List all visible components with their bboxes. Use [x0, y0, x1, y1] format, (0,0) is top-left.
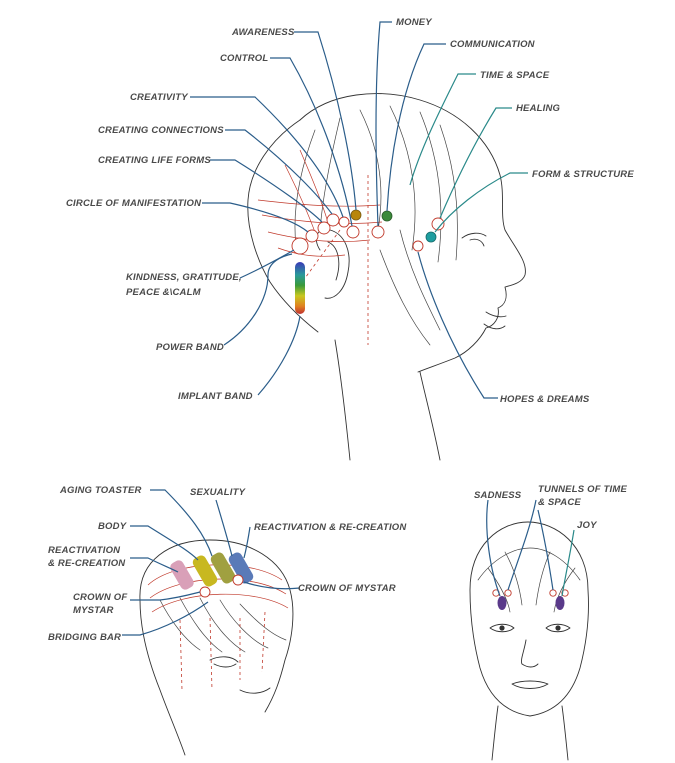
body-leader [130, 526, 198, 560]
front-labels: SADNESS TUNNELS OF TIME & SPACE JOY [474, 484, 627, 531]
side-labels: AWARENESS MONEY CONTROL COMMUNICATION TI… [66, 17, 634, 405]
form-structure-leader [435, 173, 528, 232]
label-communication: COMMUNICATION [450, 39, 536, 50]
label-kindness-line1: KINDNESS, GRATITUDE, [126, 272, 242, 283]
awareness-dot [351, 210, 361, 220]
label-reactivation-right: REACTIVATION & RE-CREATION [254, 522, 407, 533]
sadness-dot [498, 596, 507, 610]
circle-of-manifestation-leader [202, 203, 308, 232]
power-band-leader [224, 254, 292, 345]
label-creating-connections: CREATING CONNECTIONS [98, 125, 224, 136]
label-control: CONTROL [220, 53, 268, 64]
creating-connections-leader [225, 130, 332, 214]
tunnels-leader [508, 500, 553, 590]
communication-leader [387, 44, 446, 211]
tunnels-right-point-a [550, 590, 556, 596]
label-reactivation-left-2: & RE-CREATION [48, 558, 126, 569]
sexuality-leader [216, 500, 232, 556]
front-neck [492, 706, 568, 760]
control-point [347, 226, 359, 238]
label-power-band: POWER BAND [156, 342, 224, 353]
time-space-leader [410, 74, 476, 185]
label-implant-band: IMPLANT BAND [178, 391, 253, 402]
awareness-leader [294, 32, 356, 210]
label-body: BODY [98, 521, 128, 532]
reactivation-right-leader [244, 527, 250, 558]
form-structure-dot [426, 232, 436, 242]
side-neck [335, 340, 440, 460]
top-head-left [140, 600, 185, 755]
label-awareness: AWARENESS [231, 27, 295, 38]
hopes-dreams-point [413, 241, 423, 251]
label-joy: JOY [577, 520, 598, 531]
bridging-bar-leader [122, 602, 208, 635]
front-mouth [512, 681, 548, 689]
side-guide-dashed [300, 175, 368, 345]
crown-right-leader [244, 582, 300, 589]
communication-dot [382, 211, 392, 221]
front-right-pupil [555, 625, 560, 630]
side-eye [462, 233, 486, 246]
crown-left-leader [130, 592, 200, 600]
label-aging-toaster: AGING TOASTER [59, 485, 142, 496]
label-tunnels-1: TUNNELS OF TIME [538, 484, 627, 495]
label-sadness: SADNESS [474, 490, 522, 501]
label-form-structure: FORM & STRUCTURE [532, 169, 634, 180]
kindness-leader [240, 250, 294, 278]
label-hopes-dreams: HOPES & DREAMS [500, 394, 590, 405]
label-time-space: TIME & SPACE [480, 70, 550, 81]
side-head-ear-inner [328, 242, 339, 280]
sadness-leader [487, 500, 500, 596]
label-reactivation-left-1: REACTIVATION [48, 545, 121, 556]
label-creating-life-forms: CREATING LIFE FORMS [98, 155, 211, 166]
side-guide-lines [258, 150, 382, 256]
label-bridging-bar: BRIDGING BAR [48, 632, 121, 643]
label-tunnels-2: & SPACE [538, 497, 581, 508]
tunnels-mid-point [505, 590, 511, 596]
label-creativity: CREATIVITY [130, 92, 189, 103]
kindness-point [292, 238, 308, 254]
label-crown-right: CROWN OF MYSTAR [298, 583, 396, 594]
label-crown-left-1: CROWN OF [73, 592, 127, 603]
top-hair [160, 598, 286, 652]
label-money: MONEY [396, 17, 433, 28]
label-circle-of-manifestation: CIRCLE OF MANIFESTATION [66, 198, 202, 209]
label-kindness-line2: PEACE &\CALM [126, 287, 202, 298]
crown-of-mystar-left-point [200, 587, 210, 597]
front-nose [521, 640, 538, 667]
money-leader [376, 22, 392, 226]
implant-band-leader [258, 316, 300, 395]
crown-of-mystar-right-point [233, 575, 243, 585]
joy-dot [556, 596, 565, 610]
top-head [140, 540, 293, 755]
front-left-pupil [499, 625, 504, 630]
implant-band-color [295, 262, 305, 314]
creating-connections-point [327, 214, 339, 226]
joy-leader [562, 530, 574, 596]
side-head [248, 94, 526, 460]
top-guide-dashed [180, 612, 265, 690]
aging-toaster-leader [150, 490, 212, 556]
label-sexuality: SEXUALITY [190, 487, 247, 498]
side-mouth [484, 312, 506, 329]
side-head-outline [300, 94, 525, 372]
money-point [372, 226, 384, 238]
side-leaders [190, 22, 528, 398]
label-crown-left-2: MYSTAR [73, 605, 114, 616]
creativity-point [339, 217, 349, 227]
front-head [470, 522, 589, 760]
label-healing: HEALING [516, 103, 561, 114]
